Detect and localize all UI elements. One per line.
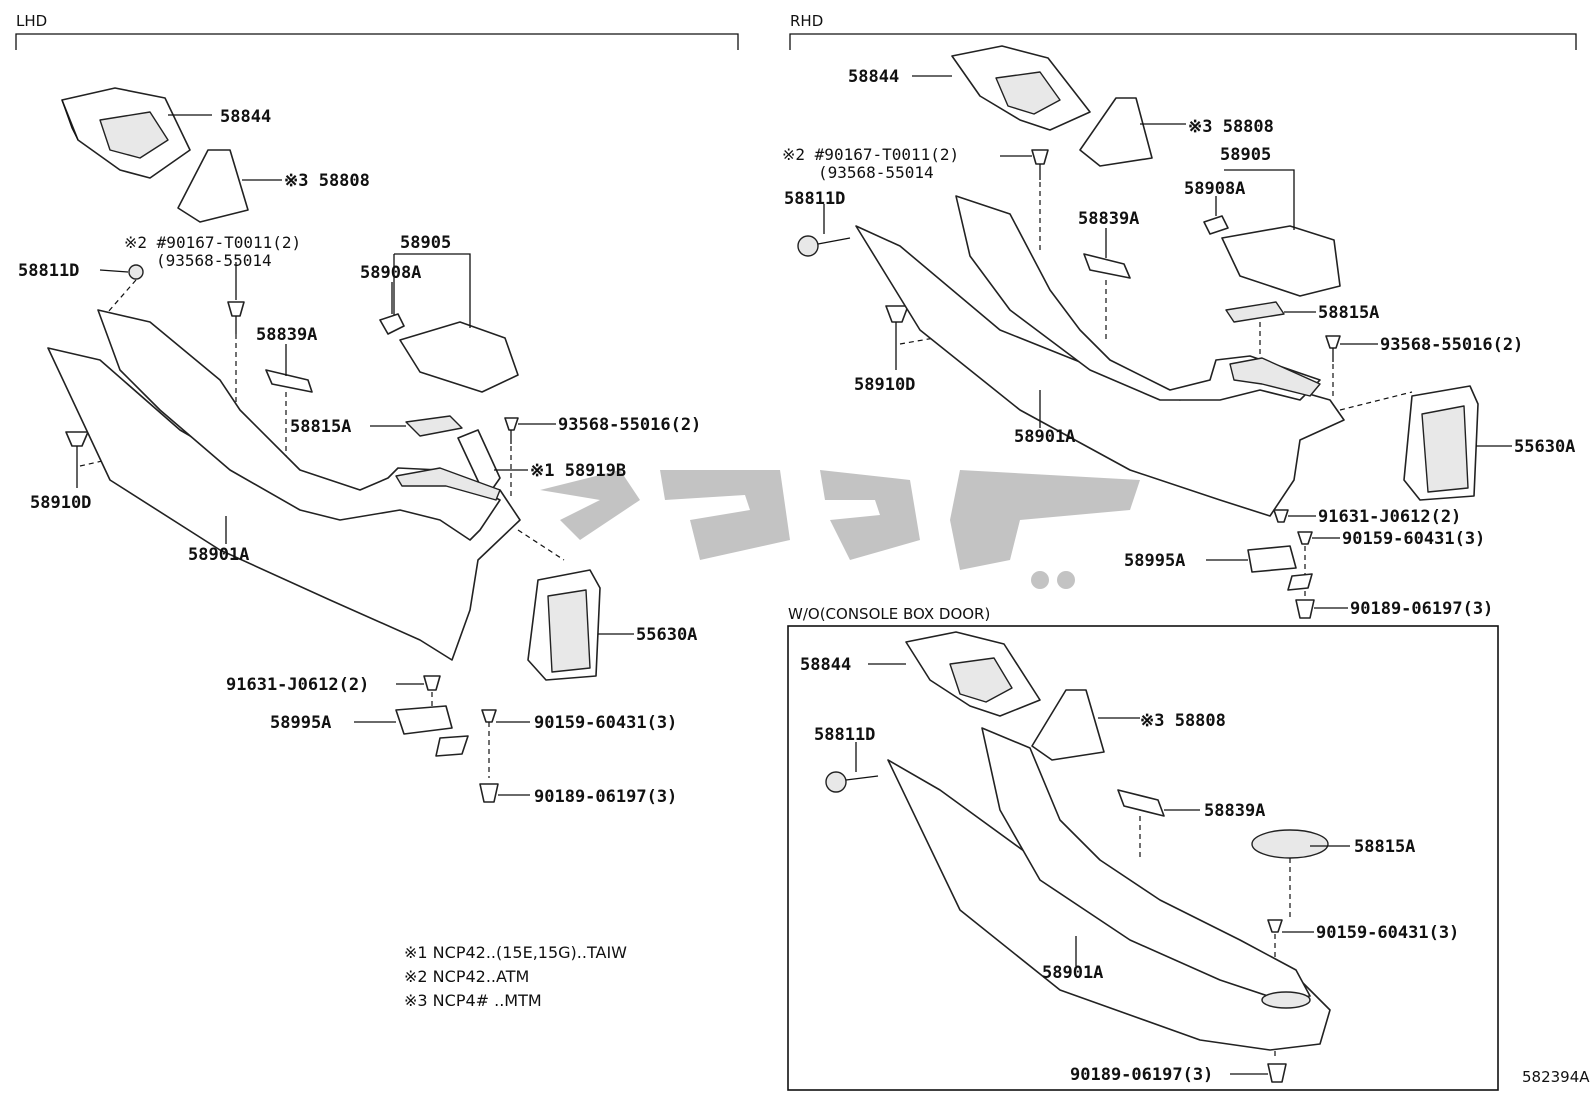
part-58839A-rhd xyxy=(1083,228,1131,340)
watermark-logo xyxy=(540,470,1140,589)
part-58901A-lhd xyxy=(47,309,521,661)
label-58815A-wo: 58815A xyxy=(1354,837,1415,857)
label-58811D-rhd: 58811D xyxy=(784,189,845,209)
screw-91631-rhd xyxy=(1273,509,1316,523)
label-55630A-lhd: 55630A xyxy=(636,625,697,645)
label-58908A-rhd: 58908A xyxy=(1184,179,1245,199)
part-58995A-rhd xyxy=(1206,545,1313,591)
bolt-90167-rhd xyxy=(1000,149,1049,250)
lhd-diagram: 58844 ※3 58808 ※2 #90167-T0011(2) (93568… xyxy=(18,87,701,1010)
label-58808-rhd: ※3 58808 xyxy=(1188,117,1274,137)
lhd-bracket: LHD xyxy=(15,12,739,50)
label-58905-lhd: 58905 xyxy=(400,233,451,253)
rhd-bracket: RHD xyxy=(789,12,1577,50)
label-58910D-lhd: 58910D xyxy=(30,493,91,513)
label-note2b-lhd: (93568-55014 xyxy=(156,251,272,270)
note-2: ※2 NCP42..ATM xyxy=(404,967,529,986)
part-58905-lhd xyxy=(393,253,519,393)
part-58844-lhd xyxy=(61,87,212,179)
note-3: ※3 NCP4# ..MTM xyxy=(404,991,542,1010)
rhd-diagram: 58844 ※3 58808 ※2 #90167-T0011(2) (93568… xyxy=(782,45,1575,619)
part-58808-rhd xyxy=(1079,97,1186,167)
part-58815A-wo xyxy=(1251,829,1350,920)
clip-90189-wo xyxy=(1230,1063,1287,1083)
label-58811D-lhd: 58811D xyxy=(18,261,79,281)
part-58808-lhd xyxy=(177,149,282,223)
part-58901A-wo xyxy=(887,727,1331,1051)
label-58908A-lhd: 58908A xyxy=(360,263,421,283)
label-90189-lhd: 90189-06197(3) xyxy=(534,787,677,807)
label-58995A-lhd: 58995A xyxy=(270,713,331,733)
label-90159-lhd: 90159-60431(3) xyxy=(534,713,677,733)
label-91631-lhd: 91631-J0612(2) xyxy=(226,675,369,695)
label-90189-rhd: 90189-06197(3) xyxy=(1350,599,1493,619)
part-58815A-rhd xyxy=(1225,301,1316,360)
part-55630A-lhd xyxy=(517,529,634,681)
clip-90189-lhd xyxy=(479,783,530,803)
part-58808-wo xyxy=(1031,689,1140,761)
part-58839A-wo xyxy=(1117,789,1200,860)
label-91631-rhd: 91631-J0612(2) xyxy=(1318,507,1461,527)
label-58839A-rhd: 58839A xyxy=(1078,209,1139,229)
label-58839A-wo: 58839A xyxy=(1204,801,1265,821)
part-58919B-lhd xyxy=(457,429,528,499)
label-90159-rhd: 90159-60431(3) xyxy=(1342,529,1485,549)
screw-93568-rhd xyxy=(1325,335,1378,400)
label-58811D-wo: 58811D xyxy=(814,725,875,745)
screw-90159-lhd xyxy=(481,709,530,778)
label-note2a-lhd: ※2 #90167-T0011(2) xyxy=(124,233,301,252)
label-58995A-rhd: 58995A xyxy=(1124,551,1185,571)
label-58808-lhd: ※3 58808 xyxy=(284,171,370,191)
part-58995A-lhd xyxy=(354,705,469,757)
wo-console-box: W/O(CONSOLE BOX DOOR) xyxy=(787,605,1499,1091)
label-58808-wo: ※3 58808 xyxy=(1140,711,1226,731)
part-58901A-rhd xyxy=(855,195,1345,517)
label-58901A-wo: 58901A xyxy=(1042,963,1103,983)
label-55630A-rhd: 55630A xyxy=(1514,437,1575,457)
wo-diagram: 58844 ※3 58808 58811D 58839A 58815A 9015… xyxy=(800,631,1459,1085)
plug-58811D-wo xyxy=(825,742,879,793)
section-wo: W/O(CONSOLE BOX DOOR) xyxy=(788,605,990,623)
screw-93568-lhd xyxy=(504,417,556,500)
part-58844-rhd xyxy=(912,45,1091,131)
label-58844-rhd: 58844 xyxy=(848,67,899,87)
label-58901A-lhd: 58901A xyxy=(188,545,249,565)
label-58844-wo: 58844 xyxy=(800,655,851,675)
section-lhd: LHD xyxy=(16,12,47,30)
part-58908A-rhd xyxy=(1203,196,1229,235)
clip-90189-rhd xyxy=(1295,599,1348,619)
label-90189-wo: 90189-06197(3) xyxy=(1070,1065,1213,1085)
label-58844-lhd: 58844 xyxy=(220,107,271,127)
label-58905-rhd: 58905 xyxy=(1220,145,1271,165)
label-58815A-rhd: 58815A xyxy=(1318,303,1379,323)
screw-90159-rhd xyxy=(1297,531,1340,596)
plug-58811D-lhd xyxy=(99,264,144,313)
part-58908A-lhd xyxy=(379,282,405,335)
label-58901A-rhd: 58901A xyxy=(1014,427,1075,447)
note-1: ※1 NCP42..(15E,15G)..TAIW xyxy=(404,943,627,962)
label-58815A-lhd: 58815A xyxy=(290,417,351,437)
label-note2b-rhd: (93568-55014 xyxy=(818,163,934,182)
label-58919B-lhd: ※1 58919B xyxy=(530,461,626,481)
bolt-90167-lhd xyxy=(227,262,245,420)
label-90159-wo: 90159-60431(3) xyxy=(1316,923,1459,943)
screw-91631-lhd xyxy=(396,675,441,718)
part-55630A-rhd xyxy=(1339,385,1512,501)
part-58839A-lhd xyxy=(265,344,313,488)
label-93568-lhd: 93568-55016(2) xyxy=(558,415,701,435)
label-note2a-rhd: ※2 #90167-T0011(2) xyxy=(782,145,959,164)
part-58905-rhd xyxy=(1221,169,1341,297)
plug-58811D-rhd xyxy=(797,204,851,257)
part-58815A-lhd xyxy=(370,415,463,437)
label-58910D-rhd: 58910D xyxy=(854,375,915,395)
label-58839A-lhd: 58839A xyxy=(256,325,317,345)
diagram-id: 582394A xyxy=(1522,1068,1590,1086)
part-58844-wo xyxy=(868,631,1041,717)
label-93568-rhd: 93568-55016(2) xyxy=(1380,335,1523,355)
section-rhd: RHD xyxy=(790,12,823,30)
